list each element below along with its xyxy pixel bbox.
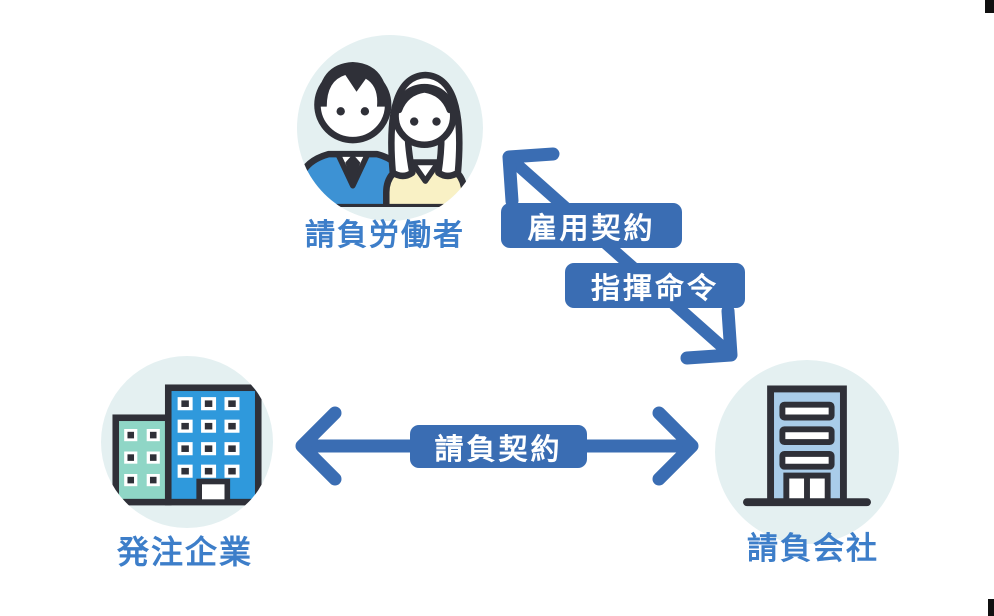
arrowhead-up-left-icon — [502, 147, 560, 208]
client-label: 発注企業 — [116, 534, 253, 570]
contractor-building-icon — [743, 385, 871, 507]
arrowhead-left-icon — [295, 406, 342, 486]
workers-label: 請負労働者 — [305, 219, 465, 252]
command-order-tag: 指揮命令 — [565, 263, 745, 308]
workers-circle — [297, 35, 483, 221]
contract-agreement-tag: 請負契約 — [410, 425, 587, 468]
contractor-label: 請負会社 — [747, 531, 879, 566]
contractor-circle — [715, 360, 899, 544]
diagonal-arrow-line — [507, 155, 733, 357]
workers-icon — [297, 61, 468, 207]
crop-artifact-top-right — [985, 0, 994, 13]
employment-contract-tag: 雇用契約 — [501, 203, 682, 248]
arrowhead-down-right-icon — [680, 304, 738, 365]
arrowhead-right-icon — [652, 406, 699, 486]
client-circle — [101, 356, 273, 528]
crop-artifact-bottom-right — [988, 599, 994, 616]
client-buildings-icon — [112, 384, 262, 506]
